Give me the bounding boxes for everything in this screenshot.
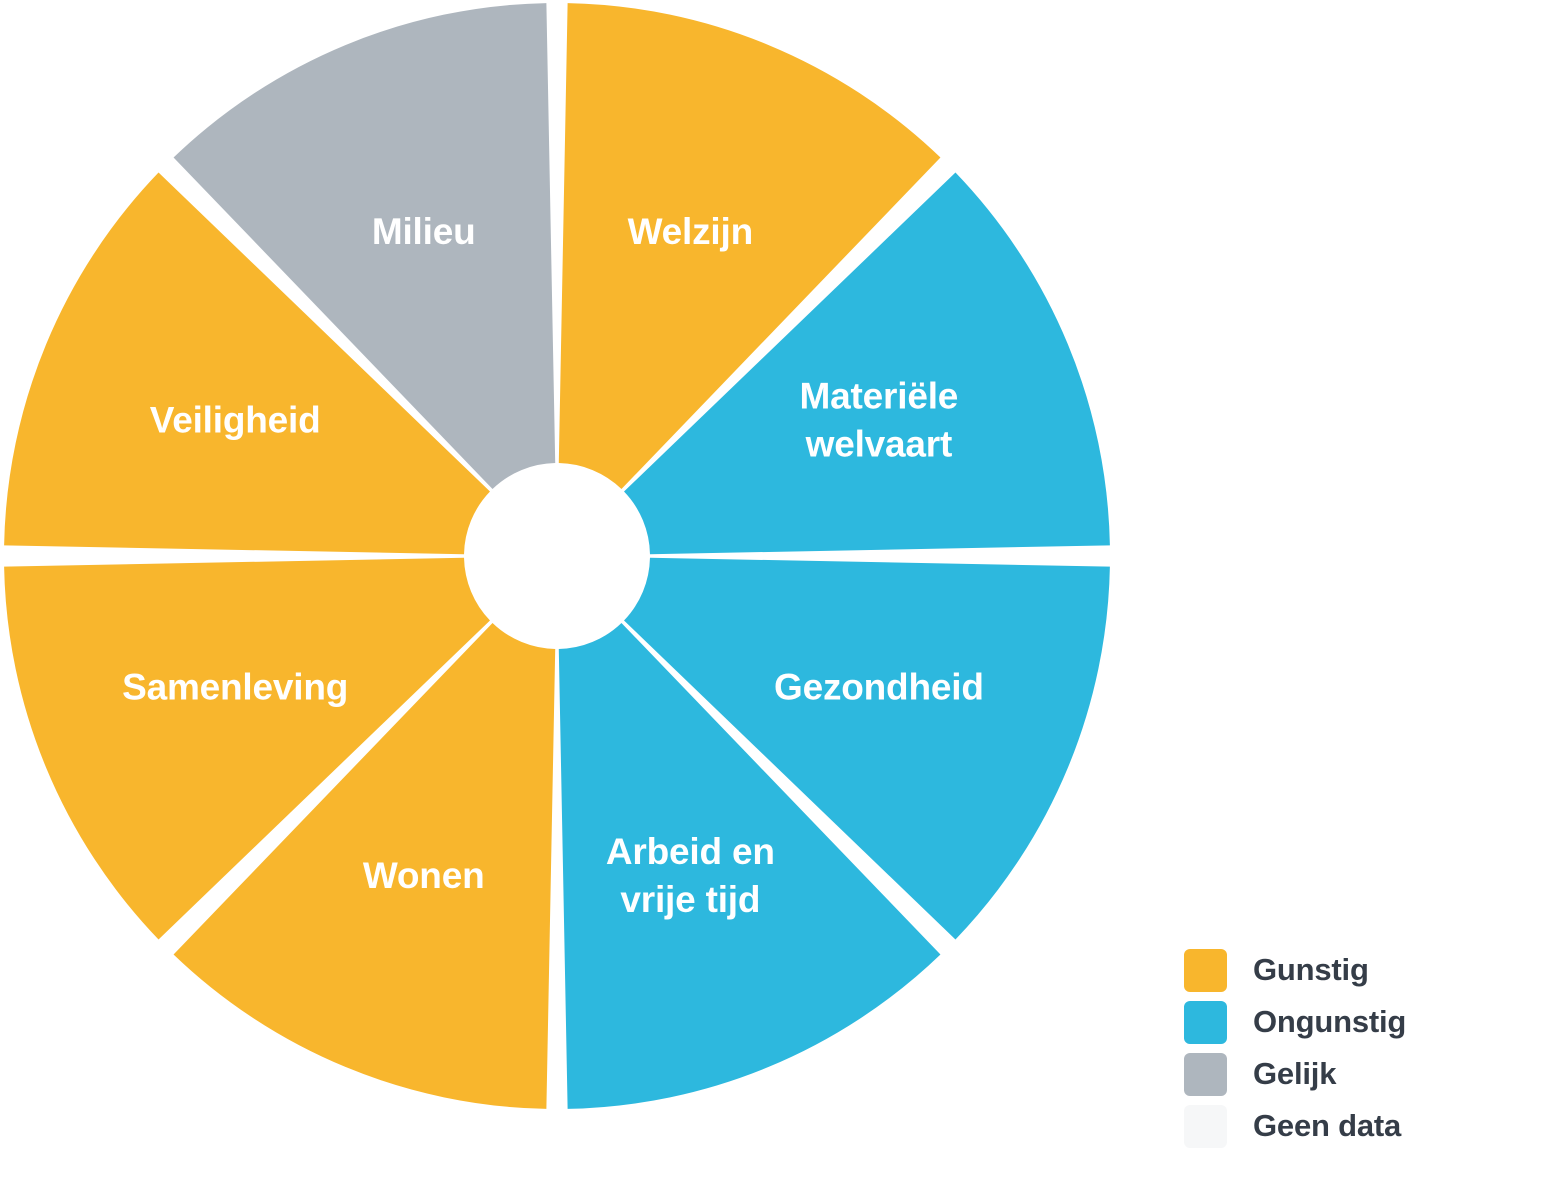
legend-swatch-icon xyxy=(1184,948,1227,992)
legend-item-label: Geen data xyxy=(1253,1108,1402,1143)
donut-slice[interactable] xyxy=(624,557,1110,940)
legend-item-label: Gelijk xyxy=(1253,1056,1337,1091)
legend-item-label: Ongunstig xyxy=(1253,1004,1407,1039)
slice-label: Milieu xyxy=(372,211,476,252)
donut-slice[interactable] xyxy=(558,623,941,1109)
slice-label: Samenleving xyxy=(122,666,348,707)
legend-item-gunstig[interactable]: Gunstig xyxy=(1184,944,1524,996)
slice-label: Welzijn xyxy=(628,211,753,252)
donut-slice[interactable] xyxy=(624,172,1110,555)
donut-slices xyxy=(4,3,1110,1109)
donut-slice[interactable] xyxy=(173,623,556,1109)
legend-item-gelijk[interactable]: Gelijk xyxy=(1184,1048,1524,1100)
slice-label: Wonen xyxy=(363,855,485,896)
slice-label: Gezondheid xyxy=(774,666,984,707)
donut-slice[interactable] xyxy=(4,557,490,940)
legend-item-label: Gunstig xyxy=(1253,952,1369,987)
legend-swatch-icon xyxy=(1184,1104,1227,1148)
legend-item-geen-data[interactable]: Geen data xyxy=(1184,1100,1524,1152)
legend-item-ongunstig[interactable]: Ongunstig xyxy=(1184,996,1524,1048)
donut-slice[interactable] xyxy=(4,172,490,555)
donut-slice[interactable] xyxy=(173,3,556,489)
legend-swatch-icon xyxy=(1184,1000,1227,1044)
slice-label: Veiligheid xyxy=(150,399,321,440)
legend-swatch-icon xyxy=(1184,1052,1227,1096)
donut-slice[interactable] xyxy=(558,3,941,489)
